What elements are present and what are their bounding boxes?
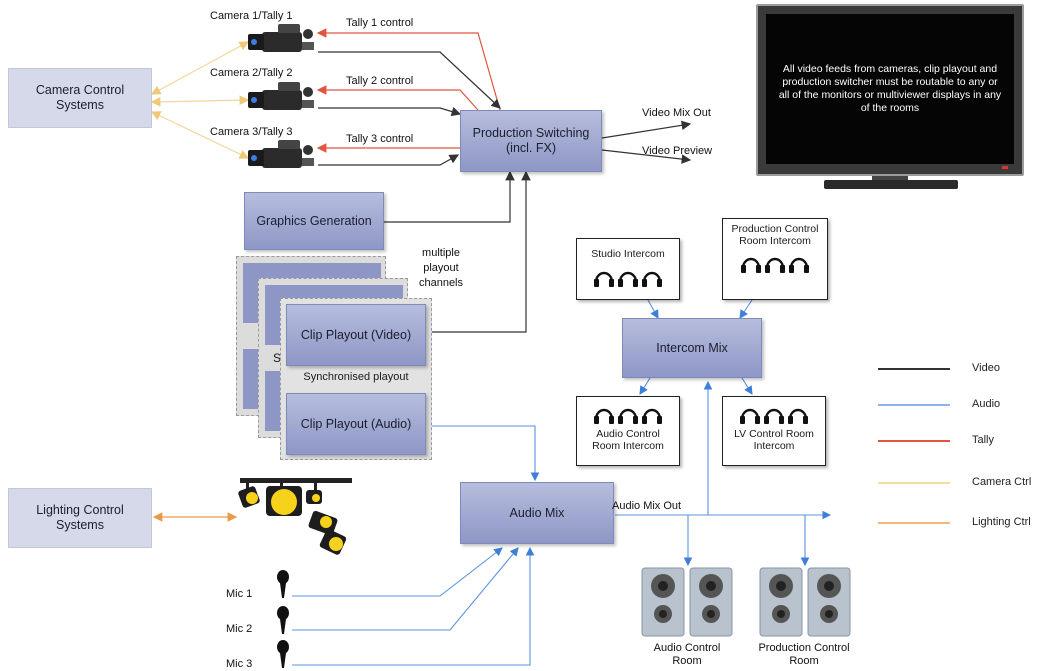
audio-mix-box: Audio Mix (460, 482, 614, 544)
legend-camera-ctrl-label: Camera Ctrl (972, 476, 1032, 488)
production-control-room-label: Production Control Room (758, 642, 850, 667)
mic-3-label: Mic 3 (226, 658, 253, 670)
headset-icon (577, 264, 679, 288)
mic-2-label: Mic 2 (226, 623, 253, 635)
lv-control-intercom: LV Control Room Intercom (722, 396, 826, 466)
clip-playout-video-label: Clip Playout (Video) (300, 327, 412, 342)
camera-3-icon (248, 140, 314, 168)
camera-3-label: Camera 3/Tally 3 (210, 126, 293, 138)
headset-icon (723, 250, 827, 274)
audio-control-room-label: Audio Control Room (653, 642, 721, 667)
mic-1-label: Mic 1 (226, 588, 253, 600)
camera-1-label: Camera 1/Tally 1 (210, 10, 293, 22)
production-switching-label: Production Switching (incl. FX) (472, 126, 590, 155)
video-lines (318, 51, 692, 333)
lighting-control-systems-label: Lighting Control Systems (36, 503, 124, 532)
legend-audio-label: Audio (972, 398, 1001, 410)
audio-mix-label: Audio Mix (509, 505, 565, 520)
microphone-icon (277, 640, 289, 668)
camera-2-label: Camera 2/Tally 2 (210, 67, 293, 79)
video-mix-out-label: Video Mix Out (642, 107, 711, 119)
camera-control-systems-label: Camera Control Systems (35, 83, 125, 112)
tally-3-control-label: Tally 3 control (346, 133, 414, 145)
speaker-icon (641, 567, 733, 637)
headset-icon (577, 401, 679, 425)
audio-mix-out-label: Audio Mix Out (612, 500, 682, 512)
monitor-text: All video feeds from cameras, clip playo… (778, 63, 1002, 114)
clip-playout-audio-label: Clip Playout (Audio) (300, 416, 412, 431)
tally-2-control-label: Tally 2 control (346, 75, 414, 87)
multiple-playout-note: multiple playout channels (418, 247, 464, 289)
studio-intercom: Studio Intercom (576, 238, 680, 300)
intercom-mix-box: Intercom Mix (622, 318, 762, 378)
monitor-screen: All video feeds from cameras, clip playo… (766, 14, 1014, 164)
tally-1-control-label: Tally 1 control (346, 17, 414, 29)
microphone-icon (277, 606, 289, 634)
speaker-icon (759, 567, 851, 637)
headset-icon (723, 401, 825, 425)
lighting-rig-icon (238, 478, 352, 555)
lighting-control-systems-box: Lighting Control Systems (8, 488, 152, 548)
camera-ctrl-lines (150, 41, 250, 159)
legend-lighting-ctrl-label: Lighting Ctrl (972, 516, 1031, 528)
video-preview-label: Video Preview (642, 145, 713, 157)
graphics-generation-box: Graphics Generation (244, 192, 384, 250)
audio-control-intercom: Audio Control Room Intercom (576, 396, 680, 466)
legend-video-label: Video (972, 362, 1000, 374)
production-switching-box: Production Switching (incl. FX) (460, 110, 602, 172)
legend-video-swatch (878, 368, 950, 370)
audio-control-intercom-label: Audio Control Room Intercom (592, 428, 664, 452)
clip-playout-audio-box: Clip Playout (Audio) (286, 393, 426, 455)
legend-tally-swatch (878, 440, 950, 442)
stack-hidden-letter: S (273, 351, 282, 365)
production-control-intercom: Production Control Room Intercom (722, 218, 828, 300)
lv-control-intercom-label: LV Control Room Intercom (734, 428, 814, 452)
clip-playout-video-box: Clip Playout (Video) (286, 304, 426, 366)
tally-lines (316, 28, 501, 153)
legend-audio-swatch (878, 404, 950, 406)
graphics-generation-label: Graphics Generation (256, 213, 372, 228)
studio-intercom-label: Studio Intercom (591, 248, 665, 260)
synchronised-playout-label: Synchronised playout (303, 371, 409, 383)
microphone-icon (277, 570, 289, 598)
monitor-power-led (1002, 166, 1008, 169)
monitor-stand (824, 180, 958, 189)
camera-2-icon (248, 82, 314, 110)
production-control-intercom-label: Production Control Room Intercom (731, 223, 819, 247)
intercom-mix-label: Intercom Mix (656, 340, 728, 355)
legend-tally-label: Tally (972, 434, 995, 446)
camera-control-systems-box: Camera Control Systems (8, 68, 152, 128)
playout-stack-front: Clip Playout (Video) Synchronised playou… (280, 298, 432, 460)
legend-camera-ctrl-swatch (878, 482, 950, 484)
monitor-neck (872, 176, 908, 180)
camera-1-icon (248, 24, 314, 52)
legend-lighting-ctrl-swatch (878, 522, 950, 524)
audio-lines (292, 299, 832, 666)
